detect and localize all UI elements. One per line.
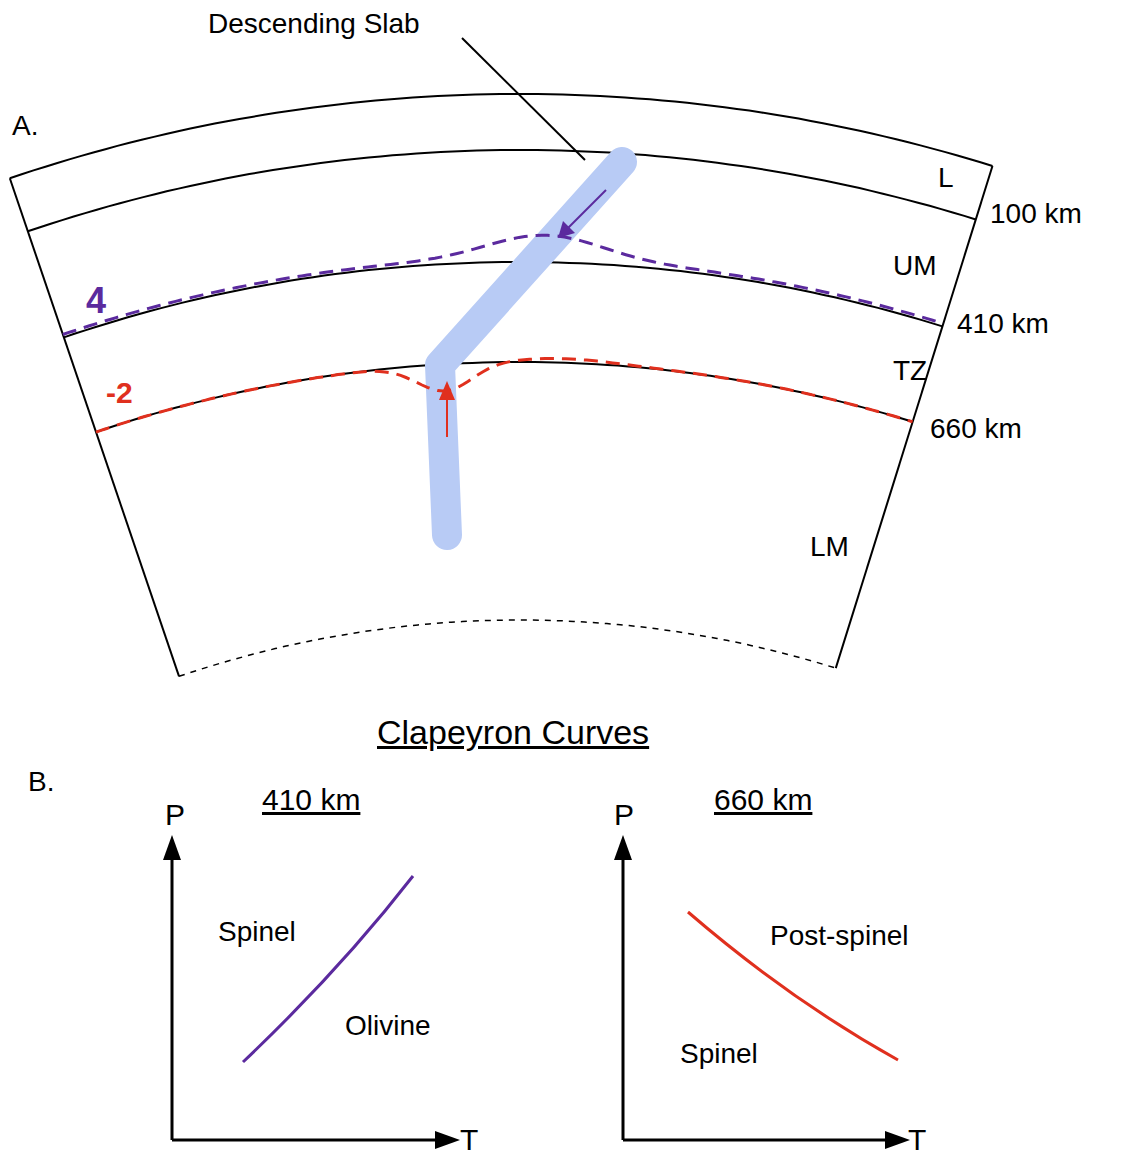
axis-label: P	[165, 800, 185, 830]
graph-title: 660 km	[714, 785, 812, 815]
slab-arrow	[566, 190, 606, 230]
slab-label: Descending Slab	[208, 10, 420, 38]
slab-arrow	[446, 395, 448, 437]
layer-boundary	[96, 362, 913, 432]
layer-boundary	[10, 94, 993, 178]
depth-label: 660 km	[930, 415, 1022, 443]
section-heading: Clapeyron Curves	[377, 715, 649, 749]
slab-arrowhead	[558, 221, 575, 238]
graph-title: 410 km	[262, 785, 360, 815]
layer-boundary	[179, 620, 836, 676]
layer-name: LM	[810, 533, 849, 561]
graph-axes	[172, 850, 895, 1140]
phase-label: Spinel	[218, 918, 296, 946]
depth-label: 410 km	[957, 310, 1049, 338]
phase-label: Olivine	[345, 1012, 431, 1040]
layer-boundary	[28, 150, 976, 231]
dashed-660	[96, 359, 913, 433]
clapeyron-slope: 4	[86, 283, 106, 319]
phase-boundaries	[63, 235, 943, 432]
axis-label: T	[460, 1125, 478, 1155]
layer-name: UM	[893, 252, 937, 280]
dashed-410	[63, 235, 943, 334]
clapeyron-slope: -2	[106, 378, 133, 408]
phase-label: Spinel	[680, 1040, 758, 1068]
section-edge	[10, 178, 179, 676]
panel-letter: B.	[28, 768, 54, 796]
leader-line	[462, 38, 585, 160]
depth-label: 100 km	[990, 200, 1082, 228]
axis-label: T	[908, 1125, 926, 1155]
phase-label: Post-spinel	[770, 922, 909, 950]
slab-arrowhead	[439, 381, 455, 400]
layer-name: TZ	[893, 357, 927, 385]
panel-letter: A.	[12, 112, 38, 140]
earth-section	[10, 94, 993, 676]
layer-name: L	[938, 164, 954, 192]
descending-slab	[440, 162, 622, 535]
axis-arrowheads	[163, 835, 910, 1149]
axis-label: P	[614, 800, 634, 830]
